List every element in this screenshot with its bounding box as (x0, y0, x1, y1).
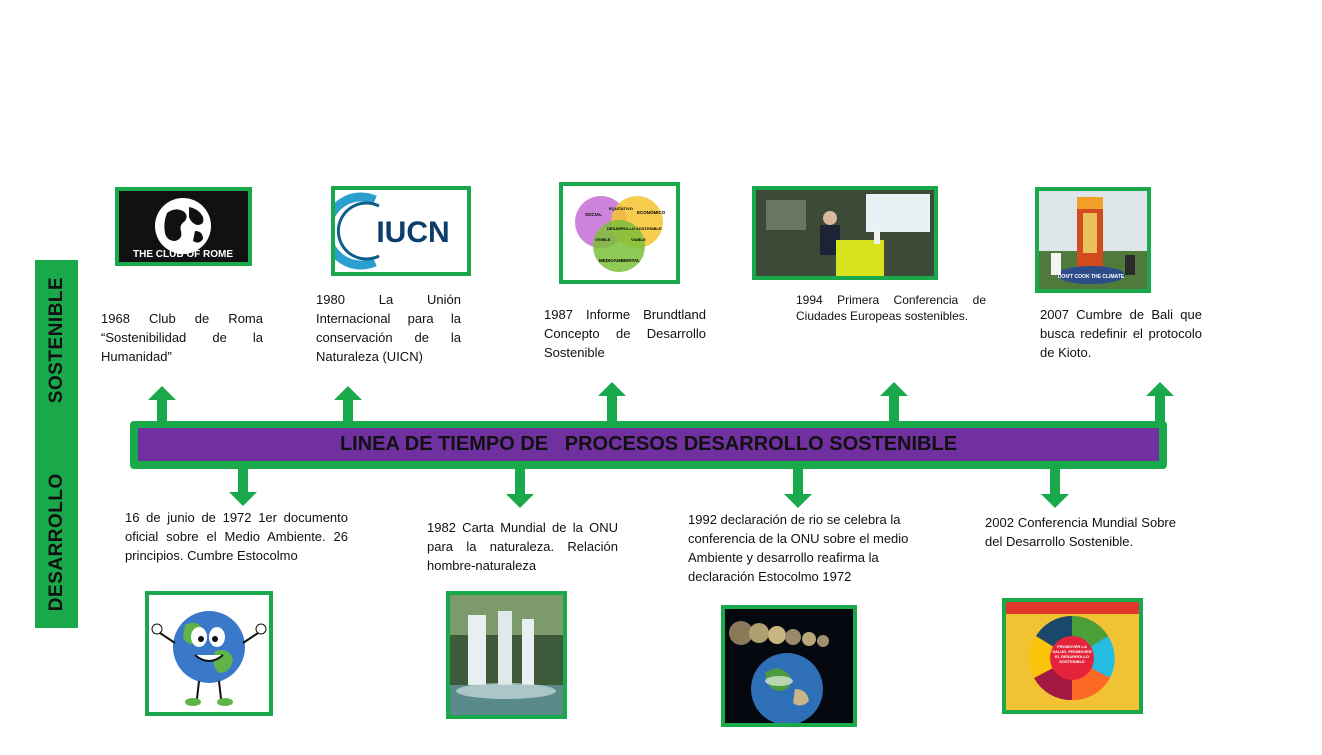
sdg-poster-text: PROMOVER LA SALUD, PROMOVER EL DESARROLL… (1052, 644, 1092, 664)
cartoon-earth (145, 591, 273, 716)
arrow-down-icon (1041, 466, 1069, 508)
arrow-up-icon (334, 386, 362, 426)
timeline-title: LINEA DE TIEMPO DE PROCESOS DESARROLLO S… (339, 433, 958, 455)
club-of-rome-logo: THE CLUB OF ROME (115, 187, 252, 266)
event-1994-text: 1994 Primera Conferencia de Ciudades Eur… (796, 293, 986, 323)
venn-diagram: SOCIAL EQUITATIVO ECONÓMICO DESARROLLO S… (559, 182, 680, 284)
conference-photo (752, 186, 938, 280)
earth-from-space (721, 605, 857, 727)
waterfall-photo (446, 591, 567, 719)
event-1972-text: 16 de junio de 1972 1er documento oficia… (125, 510, 348, 563)
event-2007-text: 2007 Cumbre de Bali que busca redefinir … (1040, 307, 1202, 360)
arrow-up-icon (598, 382, 626, 422)
side-label-word1: DESARROLLO (45, 473, 67, 612)
bali-summit-photo: DON'T COOK THE CLIMATE (1035, 187, 1151, 293)
sdg-wheel-poster: PROMOVER LA SALUD, PROMOVER EL DESARROLL… (1002, 598, 1143, 714)
event-2002-text: 2002 Conferencia Mundial Sobre del Desar… (985, 515, 1176, 549)
iucn-logo-text: IUCN (376, 216, 449, 249)
timeline-bar: LINEA DE TIEMPO DE PROCESOS DESARROLLO S… (130, 421, 1167, 469)
side-label-bar: DESARROLLO SOSTENIBLE (35, 260, 78, 628)
svg-text:MEDIOAMBIENTAL: MEDIOAMBIENTAL (599, 258, 640, 263)
arrow-up-icon (1146, 382, 1174, 422)
arrow-down-icon (506, 466, 534, 508)
event-1987-text: 1987 Informe Brundtland Concepto de Desa… (544, 307, 706, 360)
side-label: DESARROLLO SOSTENIBLE (46, 277, 68, 611)
event-1968-text: 1968 Club de Roma “Sostenibilidad de la … (101, 311, 263, 364)
svg-text:VIABLE: VIABLE (631, 237, 646, 242)
side-label-word2: SOSTENIBLE (45, 276, 67, 404)
timeline-inner: LINEA DE TIEMPO DE PROCESOS DESARROLLO S… (138, 428, 1159, 461)
svg-text:ECONÓMICO: ECONÓMICO (637, 208, 666, 215)
svg-text:SOCIAL: SOCIAL (585, 212, 602, 217)
event-1992-text: 1992 declaración de rio se celebra la co… (688, 512, 909, 584)
arrow-up-icon (880, 382, 908, 422)
bali-photo-text: DON'T COOK THE CLIMATE (1058, 274, 1125, 280)
svg-text:DESARROLLO SOSTENIBLE: DESARROLLO SOSTENIBLE (607, 226, 662, 231)
svg-text:VIVIBLE: VIVIBLE (595, 237, 611, 242)
event-1982-text: 1982 Carta Mundial de la ONU para la nat… (427, 520, 618, 573)
arrow-down-icon (229, 466, 257, 506)
arrow-down-icon (784, 466, 812, 508)
iucn-logo: IUCN (331, 186, 471, 276)
svg-text:EQUITATIVO: EQUITATIVO (609, 206, 633, 211)
club-of-rome-logo-text: THE CLUB OF ROME (133, 249, 233, 260)
event-1980-text: 1980 La Unión Internacional para la cons… (316, 292, 461, 364)
arrow-up-icon (148, 386, 176, 426)
